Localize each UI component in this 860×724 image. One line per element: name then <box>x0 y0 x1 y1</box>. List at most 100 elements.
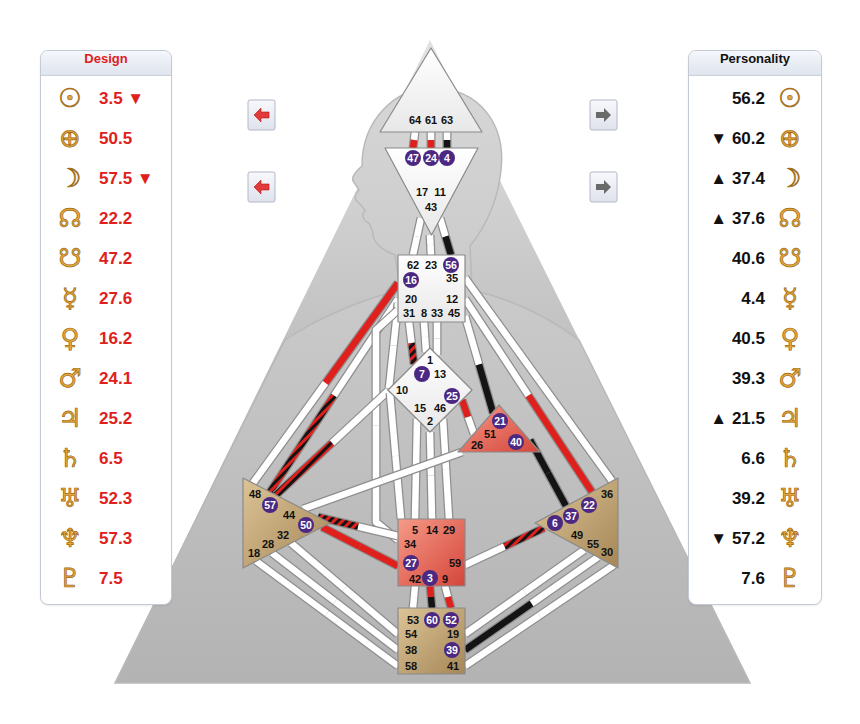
activation-value: 56.2 <box>732 89 765 109</box>
center-outline <box>535 478 618 568</box>
channel <box>318 517 398 536</box>
energy-center: 3622376495530 <box>535 478 618 568</box>
channel-outline <box>318 517 398 536</box>
energy-center: 47244171143 <box>385 148 478 235</box>
channel-path <box>430 586 432 608</box>
planet-symbol: ♄ <box>58 444 81 472</box>
channel-half <box>291 543 345 589</box>
channel-outline <box>445 586 451 608</box>
channel-path <box>445 586 451 608</box>
energy-center: 1713102515462 <box>388 348 472 432</box>
gate-number: 17 <box>416 186 428 198</box>
gate-number: 32 <box>277 529 289 541</box>
planet-symbol: ☽ <box>778 164 801 192</box>
planet-symbol: ♇ <box>58 564 81 592</box>
gate-number: 44 <box>283 509 295 521</box>
panel-heading: Design <box>41 51 171 76</box>
gate-number: 46 <box>434 402 446 414</box>
channel-outline <box>427 132 436 148</box>
activation-value: 22.2 <box>99 209 132 229</box>
center-outline <box>458 405 540 452</box>
gate-number: 7 <box>414 366 430 382</box>
channel <box>465 299 592 492</box>
channel-half <box>540 565 615 616</box>
activation-value: 4.4 <box>741 289 765 309</box>
energy-center: 48574450322818 <box>243 478 330 568</box>
planet-symbol: ☉ <box>58 84 81 112</box>
channel-outline <box>443 419 449 519</box>
gate-number: 36 <box>601 488 613 500</box>
channel-outline <box>413 586 415 608</box>
activation-value: 7.6 <box>741 569 765 589</box>
center-outline <box>398 519 465 586</box>
channel <box>291 543 398 634</box>
channel-half <box>448 597 451 608</box>
channel-outline <box>430 432 432 519</box>
gate-number: 2 <box>427 415 433 427</box>
channel-half <box>430 432 431 476</box>
gate-number: 54 <box>405 628 417 640</box>
channel-outline <box>465 557 598 650</box>
channel-outline <box>433 322 442 355</box>
gate-number: 23 <box>425 259 437 271</box>
gate-number: 53 <box>407 614 419 626</box>
gate-number: 33 <box>431 307 443 319</box>
planet-symbol: ♆ <box>778 524 801 552</box>
channel-half <box>332 391 388 443</box>
channel-path <box>447 132 448 148</box>
gate-number: 30 <box>601 546 613 558</box>
channel-outline <box>424 322 426 352</box>
channel-path <box>390 393 401 519</box>
planet-symbol: ♀ <box>780 324 799 352</box>
channel-half <box>413 140 414 148</box>
gate-number: 56 <box>443 257 459 273</box>
planet-symbol: ☉ <box>778 84 801 112</box>
channel <box>413 132 415 148</box>
gate-number: 12 <box>446 293 458 305</box>
activation-value: ▼ 60.2 <box>710 129 765 149</box>
channel-path <box>431 132 432 148</box>
planet-symbol: ☋ <box>58 244 81 272</box>
channel-outline <box>462 400 474 434</box>
channel-outline <box>465 528 544 565</box>
channel-half <box>425 337 426 352</box>
gate-number: 14 <box>426 524 438 536</box>
activation-value: 39.2 <box>732 489 765 509</box>
gate-number: 6 <box>547 515 563 531</box>
channel-half <box>444 140 451 148</box>
activation-value: ▼ 57.2 <box>710 529 765 549</box>
channel-half <box>383 452 463 481</box>
nav-button <box>590 100 617 130</box>
nav-button <box>590 172 617 202</box>
energy-center: 536052541938395841 <box>398 608 465 674</box>
activation-value: 6.6 <box>741 449 765 469</box>
planet-symbol: ♅ <box>778 484 801 512</box>
channel-path <box>430 432 432 519</box>
channel-half <box>468 417 474 434</box>
channel-path <box>376 310 398 540</box>
channel-half <box>431 597 432 608</box>
channel-half <box>465 547 505 566</box>
channel-half <box>430 586 431 597</box>
gate-number: 40 <box>508 434 524 450</box>
planet-symbol: ♅ <box>58 484 81 512</box>
channel-path <box>318 517 398 536</box>
channel <box>443 419 449 519</box>
channel-half <box>358 527 398 537</box>
channel-half <box>446 237 452 256</box>
channel-half <box>415 469 416 519</box>
gate-number: 9 <box>442 573 448 585</box>
gate-number: 42 <box>409 573 421 585</box>
channel-outline <box>430 586 432 608</box>
channel <box>322 527 398 566</box>
channel-path <box>303 452 462 509</box>
channel-half <box>427 245 434 255</box>
gate-number: 24 <box>423 150 439 166</box>
channel <box>424 322 426 352</box>
channel-outline <box>390 393 401 519</box>
activation-value: 50.5 <box>99 129 132 149</box>
channel <box>465 565 614 666</box>
activation-value: 6.5 <box>99 449 123 469</box>
activation-value: 52.3 <box>99 489 132 509</box>
channel-half <box>303 481 383 510</box>
